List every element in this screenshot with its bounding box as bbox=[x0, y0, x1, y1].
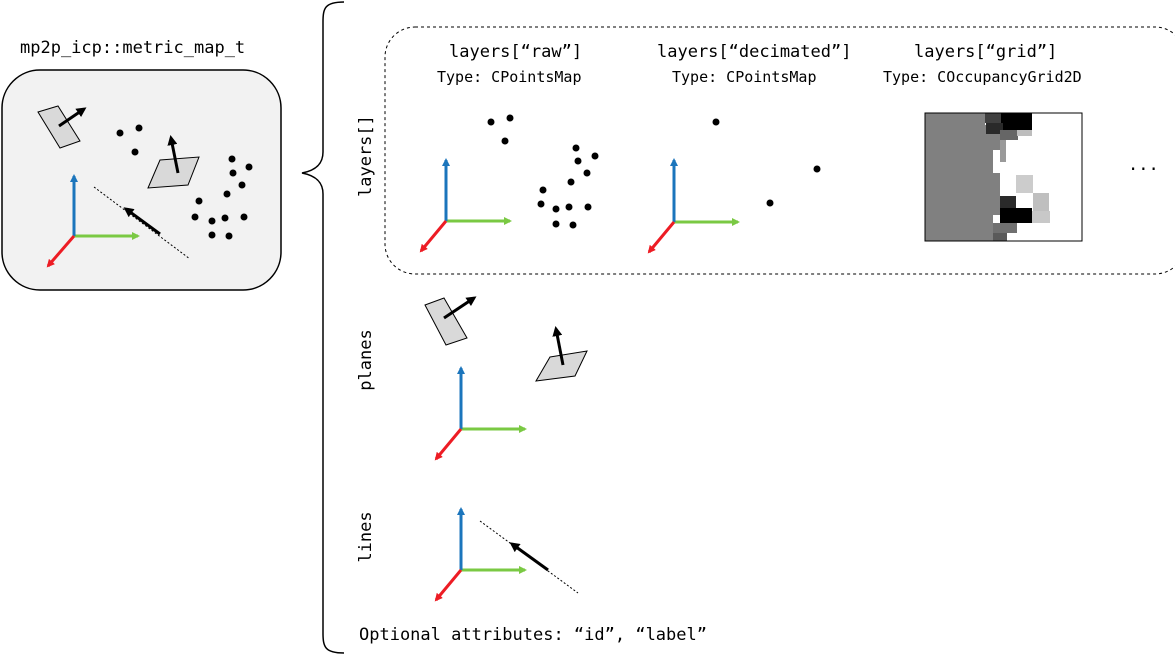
metric-map-title: mp2p_icp::metric_map_t bbox=[20, 38, 246, 58]
metric-map-points-icon bbox=[116, 124, 253, 240]
metric-map-axes-icon bbox=[46, 174, 140, 268]
lines-axes-icon bbox=[434, 507, 527, 602]
layer-raw-axes-icon bbox=[419, 158, 512, 253]
metric-map-box bbox=[1, 69, 282, 291]
metric-map-plane-1-icon bbox=[37, 105, 87, 149]
lines-line-icon bbox=[479, 520, 579, 594]
layer-decimated-type: Type: CPointsMap bbox=[672, 68, 817, 86]
layer-raw-name: layers[“raw”] bbox=[449, 42, 583, 62]
layer-decimated-points-icon bbox=[712, 118, 821, 207]
metric-map-line-icon bbox=[93, 186, 191, 260]
planes-plane-2-icon bbox=[535, 326, 588, 382]
planes-plane-1-icon bbox=[424, 296, 477, 346]
optional-attributes-note: Optional attributes: “id”, “label” bbox=[359, 625, 707, 645]
layer-raw-type: Type: CPointsMap bbox=[437, 68, 582, 86]
layer-decimated-name: layers[“decimated”] bbox=[657, 42, 852, 62]
curly-brace bbox=[301, 1, 345, 654]
metric-map-plane-2-icon bbox=[147, 135, 200, 189]
planes-axes-icon bbox=[434, 366, 527, 461]
more-layers-ellipsis: ... bbox=[1128, 155, 1159, 175]
layer-raw-points-icon bbox=[487, 114, 599, 229]
layer-grid-occupancy-icon bbox=[924, 112, 1083, 242]
layer-grid-type: Type: COccupancyGrid2D bbox=[883, 68, 1082, 86]
layer-grid-name: layers[“grid”] bbox=[914, 42, 1058, 62]
layer-decimated-axes-icon bbox=[647, 158, 740, 254]
